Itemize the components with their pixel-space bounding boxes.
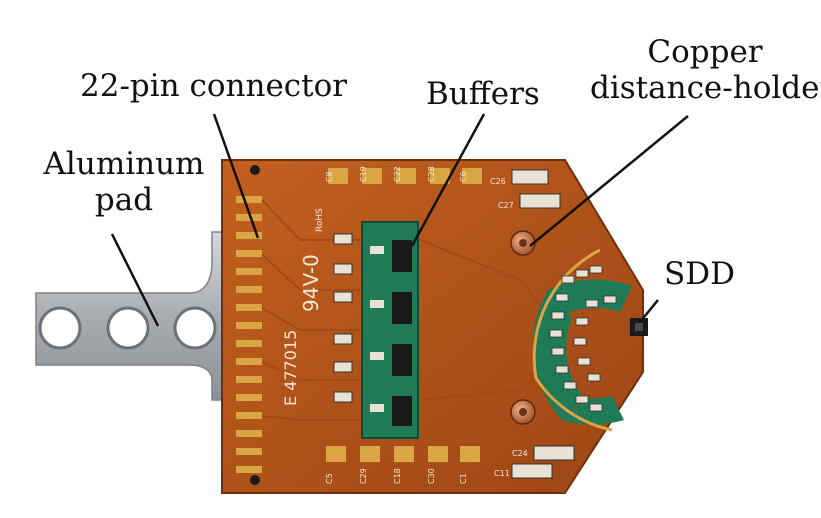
aluminum-pad xyxy=(35,231,237,401)
rohs-mark: RoHS xyxy=(315,208,325,232)
mounting-hole xyxy=(38,306,82,350)
label-copper-line2: distance-holder xyxy=(590,70,821,106)
label-aluminum-pad: Aluminum pad xyxy=(34,146,214,218)
component-label-bottom: C30 xyxy=(427,468,436,484)
component-label-top: C27 xyxy=(498,201,514,210)
component-label-bottom: C5 xyxy=(325,473,334,484)
label-22-pin-connector: 22-pin connector xyxy=(80,68,348,104)
buffer-chip xyxy=(392,240,412,272)
label-copper-distance-holder: Copper distance-holder xyxy=(590,34,821,106)
buffer-chip xyxy=(392,396,412,426)
label-buffers: Buffers xyxy=(426,76,540,112)
component-label-top: C22 xyxy=(393,166,402,182)
component-label-top: C26 xyxy=(490,177,506,186)
cert-code: E 477015 xyxy=(281,330,300,406)
pcb-board: 94V-0 E 477015 RoHS xyxy=(221,159,644,494)
component-row-top xyxy=(328,168,561,209)
component-label-top: C6 xyxy=(459,171,468,182)
label-aluminum-line1: Aluminum xyxy=(43,146,205,182)
component-row-bottom xyxy=(326,445,575,479)
component-label-bottom: C1 xyxy=(459,473,468,484)
component-label-top: C8 xyxy=(325,171,334,182)
connector-pads xyxy=(236,196,262,473)
label-sdd: SDD xyxy=(664,256,735,292)
resistor-arc xyxy=(532,248,632,432)
leader-lines xyxy=(110,113,689,327)
buffer-chip xyxy=(392,292,412,324)
component-label-bottom: C24 xyxy=(512,449,528,458)
component-label-top: C19 xyxy=(359,166,368,182)
component-label-bottom: C11 xyxy=(494,469,510,478)
label-copper-line1: Copper xyxy=(647,34,763,70)
mounting-hole xyxy=(106,306,150,350)
mounting-hole xyxy=(173,306,217,350)
component-label-bottom: C29 xyxy=(359,468,368,484)
buffer-chip xyxy=(392,344,412,376)
component-label-top: C28 xyxy=(427,166,436,182)
label-aluminum-line2: pad xyxy=(94,182,154,218)
board-code: 94V-0 xyxy=(299,254,323,312)
component-label-bottom: C18 xyxy=(393,468,402,484)
sdd-sensor xyxy=(630,318,648,336)
buffers-board xyxy=(361,221,419,439)
